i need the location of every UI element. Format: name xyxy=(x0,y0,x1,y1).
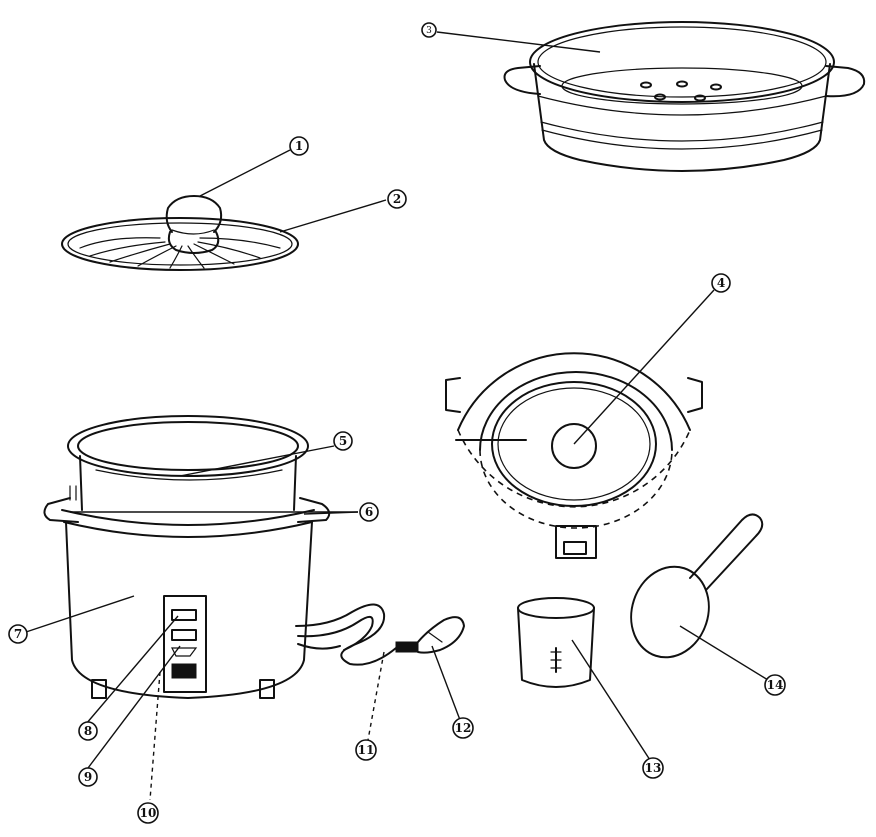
callout-13: 13 xyxy=(642,757,664,779)
leader-lines xyxy=(25,31,769,801)
callout-3: 3 xyxy=(421,22,437,38)
callout-13-label: 13 xyxy=(645,761,662,775)
callout-14-label: 14 xyxy=(767,678,784,692)
cooker-body xyxy=(43,415,465,699)
callout-10-label: 10 xyxy=(140,806,157,820)
callout-11: 11 xyxy=(355,739,377,761)
callout-2-label: 2 xyxy=(393,192,401,206)
callout-6: 6 xyxy=(359,502,379,522)
callout-8-label: 8 xyxy=(84,724,92,738)
callout-8: 8 xyxy=(78,721,98,741)
callout-3-label: 3 xyxy=(426,26,432,36)
steamer-basket xyxy=(503,21,866,172)
callout-10: 10 xyxy=(137,802,159,824)
lid xyxy=(61,195,299,271)
body-top-view xyxy=(445,352,703,559)
callout-5: 5 xyxy=(333,431,353,451)
callout-4: 4 xyxy=(711,273,731,293)
callout-9-label: 9 xyxy=(84,770,92,784)
rice-spoon xyxy=(630,513,764,659)
measuring-cup xyxy=(517,597,595,688)
callout-1: 1 xyxy=(289,136,309,156)
callout-11-label: 11 xyxy=(358,743,375,757)
callout-7: 7 xyxy=(8,624,28,644)
callout-5-label: 5 xyxy=(339,434,347,448)
callout-12: 12 xyxy=(452,717,474,739)
callout-12-label: 12 xyxy=(455,721,472,735)
callout-14: 14 xyxy=(764,674,786,696)
callout-4-label: 4 xyxy=(717,276,725,290)
callout-9: 9 xyxy=(78,767,98,787)
callout-6-label: 6 xyxy=(365,505,373,519)
callout-7-label: 7 xyxy=(14,627,22,641)
callout-2: 2 xyxy=(387,189,407,209)
callout-1-label: 1 xyxy=(295,139,303,153)
